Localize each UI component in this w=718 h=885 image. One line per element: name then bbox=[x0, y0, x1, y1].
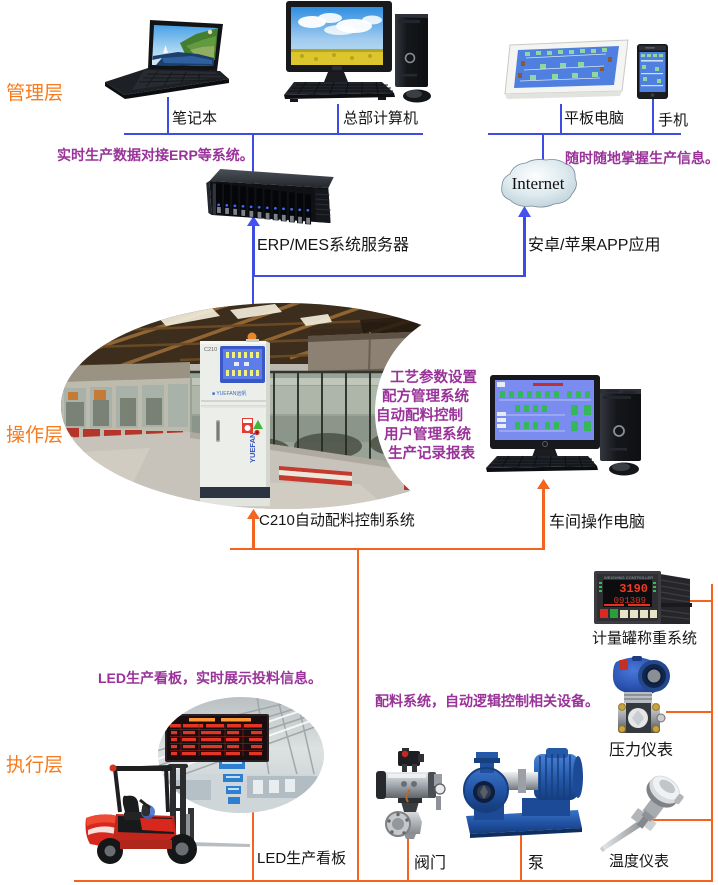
svg-text:091309: 091309 bbox=[614, 596, 646, 606]
svg-text:Internet: Internet bbox=[512, 174, 565, 193]
svg-text:C210: C210 bbox=[204, 347, 217, 353]
svg-text:YUEFAN: YUEFAN bbox=[248, 433, 257, 463]
svg-text:■ YUEFAN远帆: ■ YUEFAN远帆 bbox=[212, 390, 246, 397]
svg-text:WEIGHING CONTROLLER: WEIGHING CONTROLLER bbox=[604, 575, 653, 580]
svg-text:3190: 3190 bbox=[619, 582, 648, 596]
